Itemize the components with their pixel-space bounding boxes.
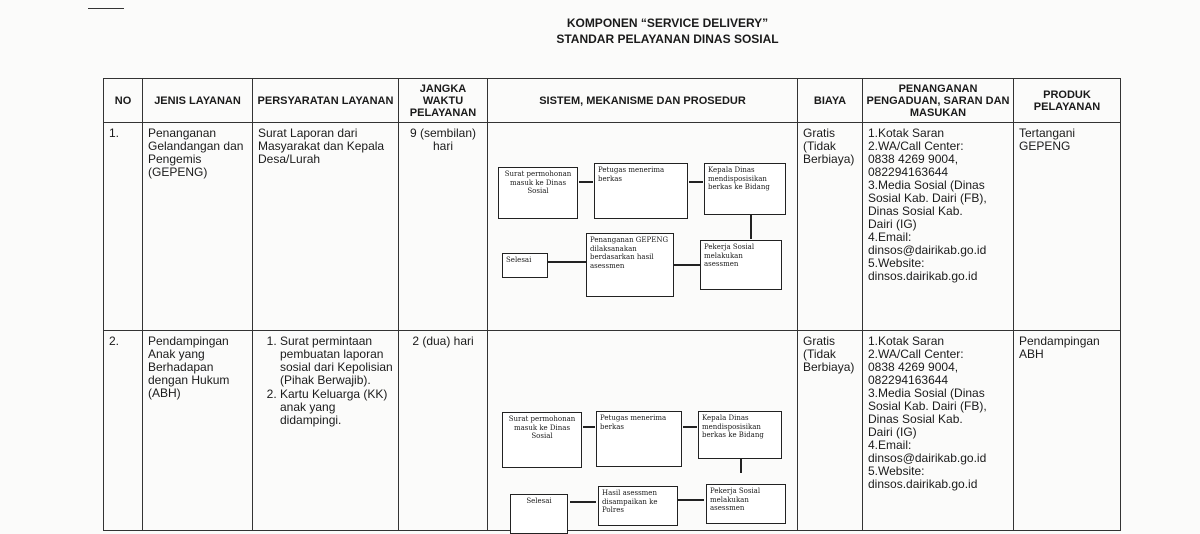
pengaduan-item: 4.Email: dinsos@dairikab.go.id — [868, 438, 987, 465]
row-biaya: Gratis (Tidak Berbiaya) — [797, 330, 863, 531]
arrow-icon — [570, 501, 596, 503]
pengaduan-item: 3.Media Sosial (Dinas Sosial Kab. Dairi … — [868, 178, 987, 231]
table-row: 1. Penanganan Gelandangan dan Pengemis (… — [103, 122, 1121, 331]
row-produk: Tertangani GEPENG — [1013, 122, 1121, 331]
row-produk: Pendampingan ABH — [1013, 330, 1121, 531]
flow-step: Surat permohonan masuk ke Dinas Sosial — [498, 167, 578, 219]
flow-step: Surat permohonan masuk ke Dinas Sosial — [502, 412, 582, 468]
flow-step: Pekerja Sosial melakukan asessmen — [706, 484, 786, 524]
flow-step: Pekerja Sosial melakukan asessmen — [700, 240, 782, 290]
col-header: PRODUK PELAYANAN — [1013, 78, 1121, 123]
arrow-icon — [689, 181, 703, 183]
pengaduan-item: 2.WA/Call Center: 0838 4269 9004, 082294… — [868, 139, 964, 179]
row-jenis: Pendampingan Anak yang Berhadapan dengan… — [142, 330, 253, 531]
row-persyaratan: Surat permintaan pembuatan laporan sosia… — [252, 330, 399, 531]
header-row: NO JENIS LAYANAN PERSYARATAN LAYANAN JAN… — [103, 78, 1121, 123]
flow-step: Selesai — [502, 253, 548, 278]
pengaduan-item: 3.Media Sosial (Dinas Sosial Kab. Dairi … — [868, 386, 987, 439]
col-header: BIAYA — [797, 78, 863, 123]
col-header: NO — [103, 78, 143, 123]
flow-step: Penanganan GEPENG dilaksanakan berdasark… — [586, 233, 674, 297]
row-pengaduan: 1.Kotak Saran 2.WA/Call Center: 0838 426… — [862, 122, 1014, 331]
flow-step: Hasil asessmen disampaikan ke Polres — [598, 486, 678, 526]
flow-step: Petugas menerima berkas — [596, 411, 682, 467]
pen-mark — [88, 8, 124, 9]
pengaduan-item: 4.Email: dinsos@dairikab.go.id — [868, 230, 987, 257]
row-jenis: Penanganan Gelandangan dan Pengemis (GEP… — [142, 122, 253, 331]
flow-step: Kepala Dinas mendisposisikan berkas ke B… — [698, 411, 782, 459]
row-no: 2. — [103, 330, 143, 531]
arrow-icon — [750, 215, 752, 239]
row-biaya: Gratis (Tidak Berbiaya) — [797, 122, 863, 331]
pengaduan-item: 1.Kotak Saran — [868, 334, 945, 348]
doc-title-line2: STANDAR PELAYANAN DINAS SOSIAL — [556, 32, 779, 46]
col-header: PENANGANAN PENGADUAN, SARAN DAN MASUKAN — [862, 78, 1014, 123]
requirement-item: Surat permintaan pembuatan laporan sosia… — [280, 335, 393, 387]
pengaduan-item: 1.Kotak Saran — [868, 126, 945, 140]
service-standard-table: NO JENIS LAYANAN PERSYARATAN LAYANAN JAN… — [103, 78, 1121, 534]
pengaduan-item: 5.Website: dinsos.dairikab.go.id — [868, 464, 978, 491]
arrow-icon — [579, 181, 593, 183]
row-no: 1. — [103, 122, 143, 331]
flow-step: Selesai — [510, 494, 568, 534]
col-header: SISTEM, MEKANISME DAN PROSEDUR — [487, 78, 798, 123]
arrow-icon — [678, 499, 704, 501]
table-row: 2. Pendampingan Anak yang Berhadapan den… — [103, 330, 1121, 534]
col-header: PERSYARATAN LAYANAN — [252, 78, 399, 123]
arrow-icon — [683, 426, 697, 428]
doc-title-line1: KOMPONEN “SERVICE DELIVERY” — [566, 16, 769, 30]
row-jangka: 2 (dua) hari — [398, 330, 488, 531]
row-pengaduan: 1.Kotak Saran 2.WA/Call Center: 0838 426… — [862, 330, 1014, 531]
row-persyaratan: Surat Laporan dari Masyarakat dan Kepala… — [252, 122, 399, 331]
pengaduan-item: 5.Website: dinsos.dairikab.go.id — [868, 256, 978, 283]
arrow-icon — [583, 426, 595, 428]
row-jangka: 9 (sembilan) hari — [398, 122, 488, 331]
pengaduan-item: 2.WA/Call Center: 0838 4269 9004, 082294… — [868, 347, 964, 387]
arrow-icon — [548, 261, 586, 263]
arrow-icon — [740, 459, 742, 473]
arrow-icon — [674, 264, 700, 266]
col-header: JENIS LAYANAN — [142, 78, 253, 123]
flow-step: Petugas menerima berkas — [594, 163, 688, 219]
col-header: JANGKA WAKTU PELAYANAN — [398, 78, 488, 123]
requirement-item: Kartu Keluarga (KK) anak yang didampingi… — [280, 388, 393, 427]
flow-step: Kepala Dinas mendisposisikan berkas ke B… — [704, 163, 786, 215]
